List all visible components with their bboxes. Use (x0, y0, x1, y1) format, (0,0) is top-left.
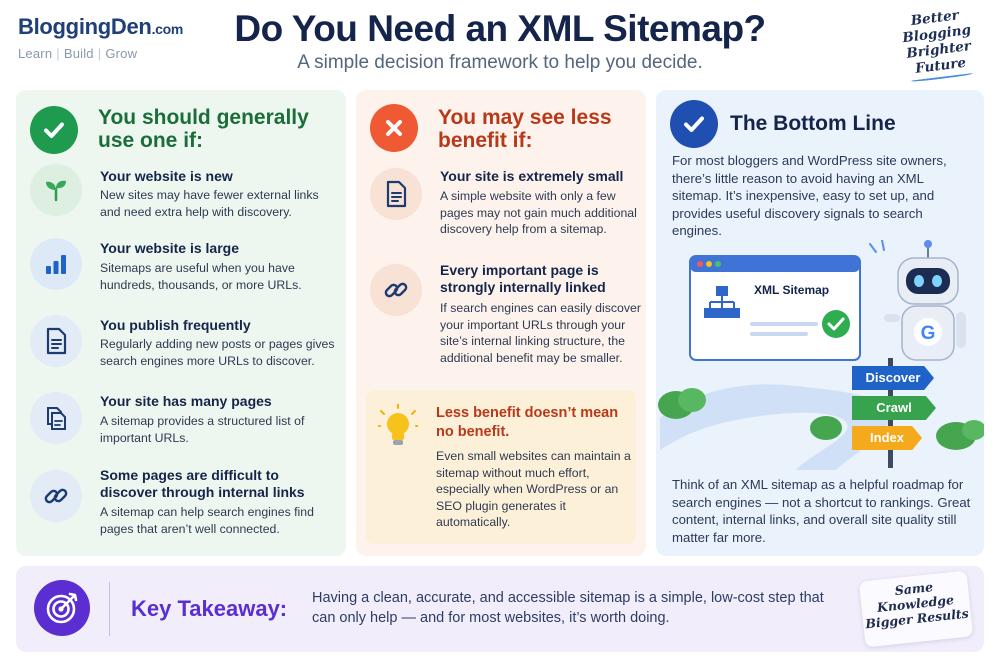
x-icon (370, 104, 418, 152)
list-item: Your website is new New sites may have f… (30, 164, 340, 234)
sign-crawl: Crawl (852, 396, 936, 420)
robot-badge: G (921, 323, 936, 344)
takeaway-divider (109, 582, 110, 636)
callout-title: Less benefit doesn’t mean no benefit. (436, 405, 619, 440)
list-item: You publish frequently Regularly adding … (30, 315, 340, 385)
target-icon (34, 580, 90, 636)
check-icon (670, 100, 718, 148)
list-item: Every important page is strongly interna… (370, 262, 641, 384)
list-item: Some pages are difficult to discover thr… (30, 466, 340, 546)
list-item: Your website is large Sitemaps are usefu… (30, 238, 340, 308)
window-label: XML Sitemap (754, 283, 830, 297)
brand-name: BloggingDen.com (18, 14, 184, 39)
bottom-line-panel: The Bottom Line For most bloggers and Wo… (656, 90, 986, 556)
document-icon (370, 168, 422, 220)
page-subtitle: A simple decision framework to help you … (297, 52, 703, 73)
sprout-icon (30, 164, 82, 216)
link-icon (370, 264, 422, 316)
bar-chart-icon (30, 238, 82, 290)
document-icon (30, 315, 82, 367)
takeaway-label: Key Takeaway: (131, 596, 288, 621)
sign-discover: Discover (852, 366, 934, 390)
brand-tagline: Learn|Build|Grow (18, 46, 138, 61)
takeaway-text: Having a clean, accurate, and accessible… (312, 590, 824, 626)
callout-desc: Even small websites can maintain a sitem… (436, 449, 631, 529)
link-icon (30, 470, 82, 522)
bottom-line-paragraph: For most bloggers and WordPress site own… (672, 153, 947, 238)
roadmap-paragraph: Think of an XML sitemap as a helpful roa… (672, 477, 971, 545)
takeaway-handwritten-note: Same Knowledge Bigger Results (858, 570, 974, 648)
page-title: Do You Need an XML Sitemap? (234, 8, 766, 49)
sitemap-illustration: G XML Sitemap Discover Crawl Index (656, 239, 986, 470)
list-item: Your site is extremely small A simple we… (370, 168, 640, 248)
bottom-line-title: The Bottom Line (730, 112, 896, 135)
check-icon (30, 106, 78, 154)
brand-logo: BloggingDen.com Learn|Build|Grow (18, 14, 183, 61)
key-takeaway-bar: Key Takeaway: Having a clean, accurate, … (16, 566, 984, 652)
list-item: Your site has many pages A sitemap provi… (30, 392, 340, 462)
brand-suffix: .com (151, 21, 184, 37)
corner-handwritten-note: Better Blogging Brighter Future (894, 5, 982, 83)
pages-icon (30, 392, 82, 444)
lightbulb-icon (375, 403, 421, 455)
sign-index: Index (852, 426, 922, 450)
less-benefit-callout: Less benefit doesn’t mean no benefit. Ev… (366, 390, 636, 544)
